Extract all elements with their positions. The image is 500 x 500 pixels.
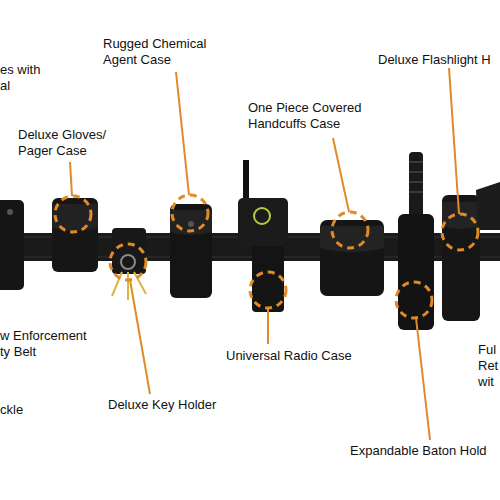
- radio: [238, 198, 288, 246]
- baton-handle: [409, 152, 423, 222]
- flashlight-holder: [442, 195, 480, 321]
- leader-line: [333, 138, 349, 212]
- snap: [7, 209, 13, 215]
- callout-circle: [55, 196, 91, 232]
- leader-lines: [70, 68, 459, 440]
- leader-line: [416, 318, 430, 440]
- callout-label: One Piece Covered Handcuffs Case: [248, 100, 383, 132]
- baton-grip: [409, 162, 423, 192]
- pouch: [476, 182, 500, 230]
- leader-line: [449, 68, 459, 214]
- callout-label: Deluxe Gloves/ Pager Case: [18, 127, 123, 159]
- callout-circle: [396, 282, 432, 318]
- radio-ring: [254, 208, 270, 224]
- callout-circle: [172, 195, 208, 231]
- callout-label: Deluxe Flashlight H: [378, 52, 500, 68]
- snap: [188, 221, 194, 227]
- antenna: [243, 160, 249, 200]
- pouch: [0, 200, 24, 290]
- callout-label: Universal Radio Case: [226, 348, 376, 364]
- key-ring: [121, 255, 135, 269]
- callout-circle: [442, 214, 478, 250]
- pouch: [52, 198, 98, 272]
- leader-line: [267, 308, 269, 344]
- callout-label: ckle: [0, 402, 60, 418]
- callout-circles: [55, 195, 478, 318]
- callout-label: es with al: [0, 62, 52, 94]
- callout-circle: [250, 272, 286, 308]
- leader-line: [130, 280, 150, 394]
- leader-line: [70, 162, 72, 196]
- callout-label: Rugged Chemical Agent Case: [103, 36, 243, 68]
- radio-case: [252, 246, 284, 312]
- pouch: [320, 220, 384, 296]
- callout-circle: [110, 244, 146, 280]
- callout-circle: [332, 212, 368, 248]
- callout-label: Deluxe Key Holder: [108, 397, 238, 413]
- callout-label: w Enforcement ty Belt: [0, 328, 100, 360]
- callout-label: Expandable Baton Hold: [350, 443, 500, 459]
- callout-label: Ful Ret wit: [478, 342, 500, 390]
- leader-line: [176, 72, 189, 195]
